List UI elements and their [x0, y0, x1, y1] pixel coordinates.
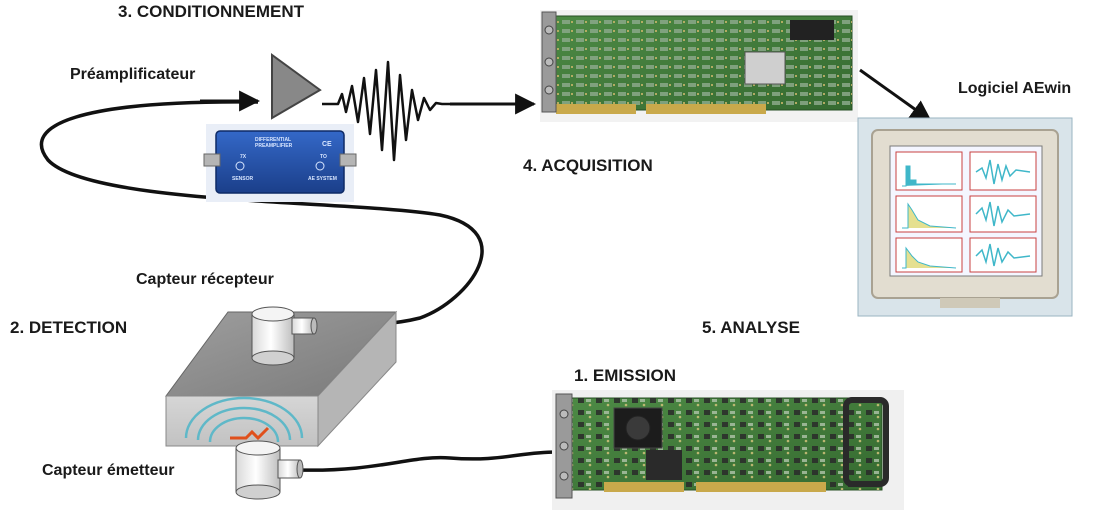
label-detection: 2. DETECTION	[10, 318, 128, 337]
aewin-screen-plots	[895, 151, 1037, 273]
svg-text:CE: CE	[322, 141, 332, 148]
preamplifier-triangle-icon	[271, 53, 322, 120]
acquisition-board	[540, 10, 858, 122]
label-acquisition: 4. ACQUISITION	[523, 156, 653, 175]
label-preamplificateur: Préamplificateur	[70, 66, 196, 83]
preamp-device-left-port: SENSOR	[232, 176, 254, 182]
wave-arcs	[184, 396, 304, 443]
cable-emitter	[297, 450, 557, 472]
label-capteur-emetteur: Capteur émetteur	[42, 462, 175, 479]
burst-waveform	[322, 60, 528, 162]
label-conditionnement: 3. CONDITIONNEMENT	[118, 2, 305, 21]
monitor-arrow	[859, 68, 932, 122]
emitter-sensor	[235, 440, 304, 500]
preamp-device-line1: DIFFERENTIAL	[255, 137, 291, 143]
label-capteur-recepteur: Capteur récepteur	[136, 271, 274, 288]
preamp-device-line2: PREAMPLIFIER	[255, 143, 293, 149]
label-analyse: 5. ANALYSE	[702, 318, 800, 337]
cable-preamp-input	[39, 100, 484, 327]
label-logiciel-aewin: Logiciel AEwin	[958, 80, 1072, 97]
emission-board	[552, 390, 904, 510]
preamp-device-right-tag: TO	[320, 154, 327, 160]
label-emission: 1. EMISSION	[574, 366, 677, 385]
preamp-device-right-port: AE SYSTEM	[308, 176, 337, 182]
defect-pulse	[230, 426, 270, 441]
receiver-sensor	[251, 306, 318, 366]
preamplifier-device: DIFFERENTIAL PREAMPLIFIER 7X TO SENSOR A…	[203, 124, 357, 202]
aewin-monitor	[857, 117, 1073, 317]
preamp-device-left-tag: 7X	[240, 154, 247, 160]
